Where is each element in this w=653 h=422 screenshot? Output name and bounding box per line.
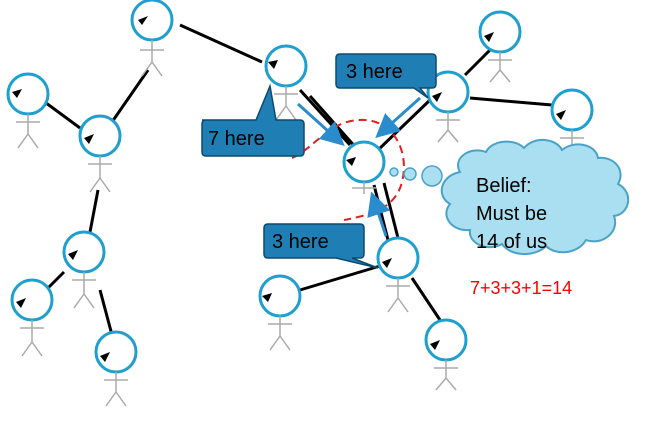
person-face — [556, 110, 566, 120]
person-body — [352, 182, 376, 194]
person-face — [138, 16, 148, 25]
person-body — [20, 320, 44, 357]
person-body — [16, 114, 40, 149]
thought-line-2: Must be — [476, 203, 547, 225]
link-bottom-left — [299, 264, 381, 292]
person-face — [432, 92, 442, 102]
person-face — [16, 298, 26, 308]
person-body — [88, 156, 112, 193]
callout-top-right-shape — [335, 53, 437, 99]
person-head — [550, 88, 594, 132]
person-body — [274, 86, 298, 121]
person-body — [560, 130, 584, 146]
person-face — [484, 32, 494, 42]
person-far-right — [550, 88, 594, 146]
person-head — [78, 114, 122, 158]
link-a-c — [110, 69, 150, 123]
person-face — [382, 258, 392, 268]
callout-left-label: 7 here — [208, 128, 265, 150]
link-e-g — [98, 289, 114, 336]
callout-left: 7 here — [201, 83, 305, 157]
person-face — [346, 157, 356, 166]
person-g — [94, 330, 138, 407]
person-bottom-left — [258, 274, 302, 351]
person-face — [84, 134, 94, 144]
link-c-e — [88, 189, 100, 233]
person-face — [268, 60, 278, 69]
person-b — [264, 44, 308, 121]
person-head — [478, 10, 522, 54]
person-body — [386, 278, 410, 313]
link-a-b — [179, 23, 263, 64]
person-a — [130, 0, 174, 77]
thought-line-3: 14 of us — [476, 231, 547, 253]
link-c-d — [41, 98, 81, 130]
callout-top-right: 3 here — [335, 53, 437, 99]
person-top-right — [478, 10, 522, 83]
person-head — [62, 230, 106, 274]
link-e-f — [46, 270, 66, 290]
person-body — [488, 52, 512, 83]
link-right-far — [469, 96, 553, 107]
person-right — [426, 70, 470, 143]
person-head — [10, 278, 54, 322]
person-c — [78, 114, 122, 193]
person-body — [436, 112, 460, 143]
person-face — [68, 250, 78, 260]
thought-dot-medium — [403, 167, 417, 181]
person-body — [104, 372, 128, 407]
link-b-center-1 — [298, 88, 352, 147]
person-face — [262, 293, 272, 302]
person-body — [434, 360, 458, 391]
thought-dot-large — [421, 165, 443, 187]
callout-top-right-label: 3 here — [346, 61, 403, 83]
person-face — [100, 352, 110, 362]
arrow-from-right — [375, 96, 422, 139]
person-head — [94, 330, 138, 374]
callout-bottom-label: 3 here — [272, 231, 329, 253]
person-bottom — [376, 236, 420, 313]
person-body — [72, 272, 96, 309]
person-head — [376, 236, 420, 280]
person-d — [6, 72, 50, 149]
message-arrows — [296, 96, 422, 237]
thought-dot-small — [389, 167, 399, 177]
person-face — [12, 89, 22, 98]
person-f — [10, 278, 54, 357]
person-bottom-right — [424, 318, 468, 391]
person-center — [342, 140, 386, 194]
equation: 7+3+3+1=14 — [470, 278, 572, 298]
person-e — [62, 230, 106, 309]
arrow-from-left — [296, 102, 345, 147]
arrow-from-bottom — [367, 191, 391, 237]
thought-line-1: Belief: — [476, 175, 532, 197]
thought-bubble: Belief: Must be 14 of us — [389, 139, 629, 255]
person-body — [140, 40, 164, 77]
link-center-right — [376, 98, 432, 152]
callout-bottom-shape — [263, 223, 379, 269]
link-right-top — [463, 48, 492, 77]
callout-left-shape — [201, 83, 305, 157]
person-head — [424, 318, 468, 362]
thought-cloud — [440, 139, 629, 255]
person-face — [430, 340, 440, 350]
callout-bottom: 3 here — [263, 223, 379, 269]
people — [6, 0, 594, 407]
link-bottom-right — [410, 277, 442, 321]
person-body — [268, 316, 292, 351]
